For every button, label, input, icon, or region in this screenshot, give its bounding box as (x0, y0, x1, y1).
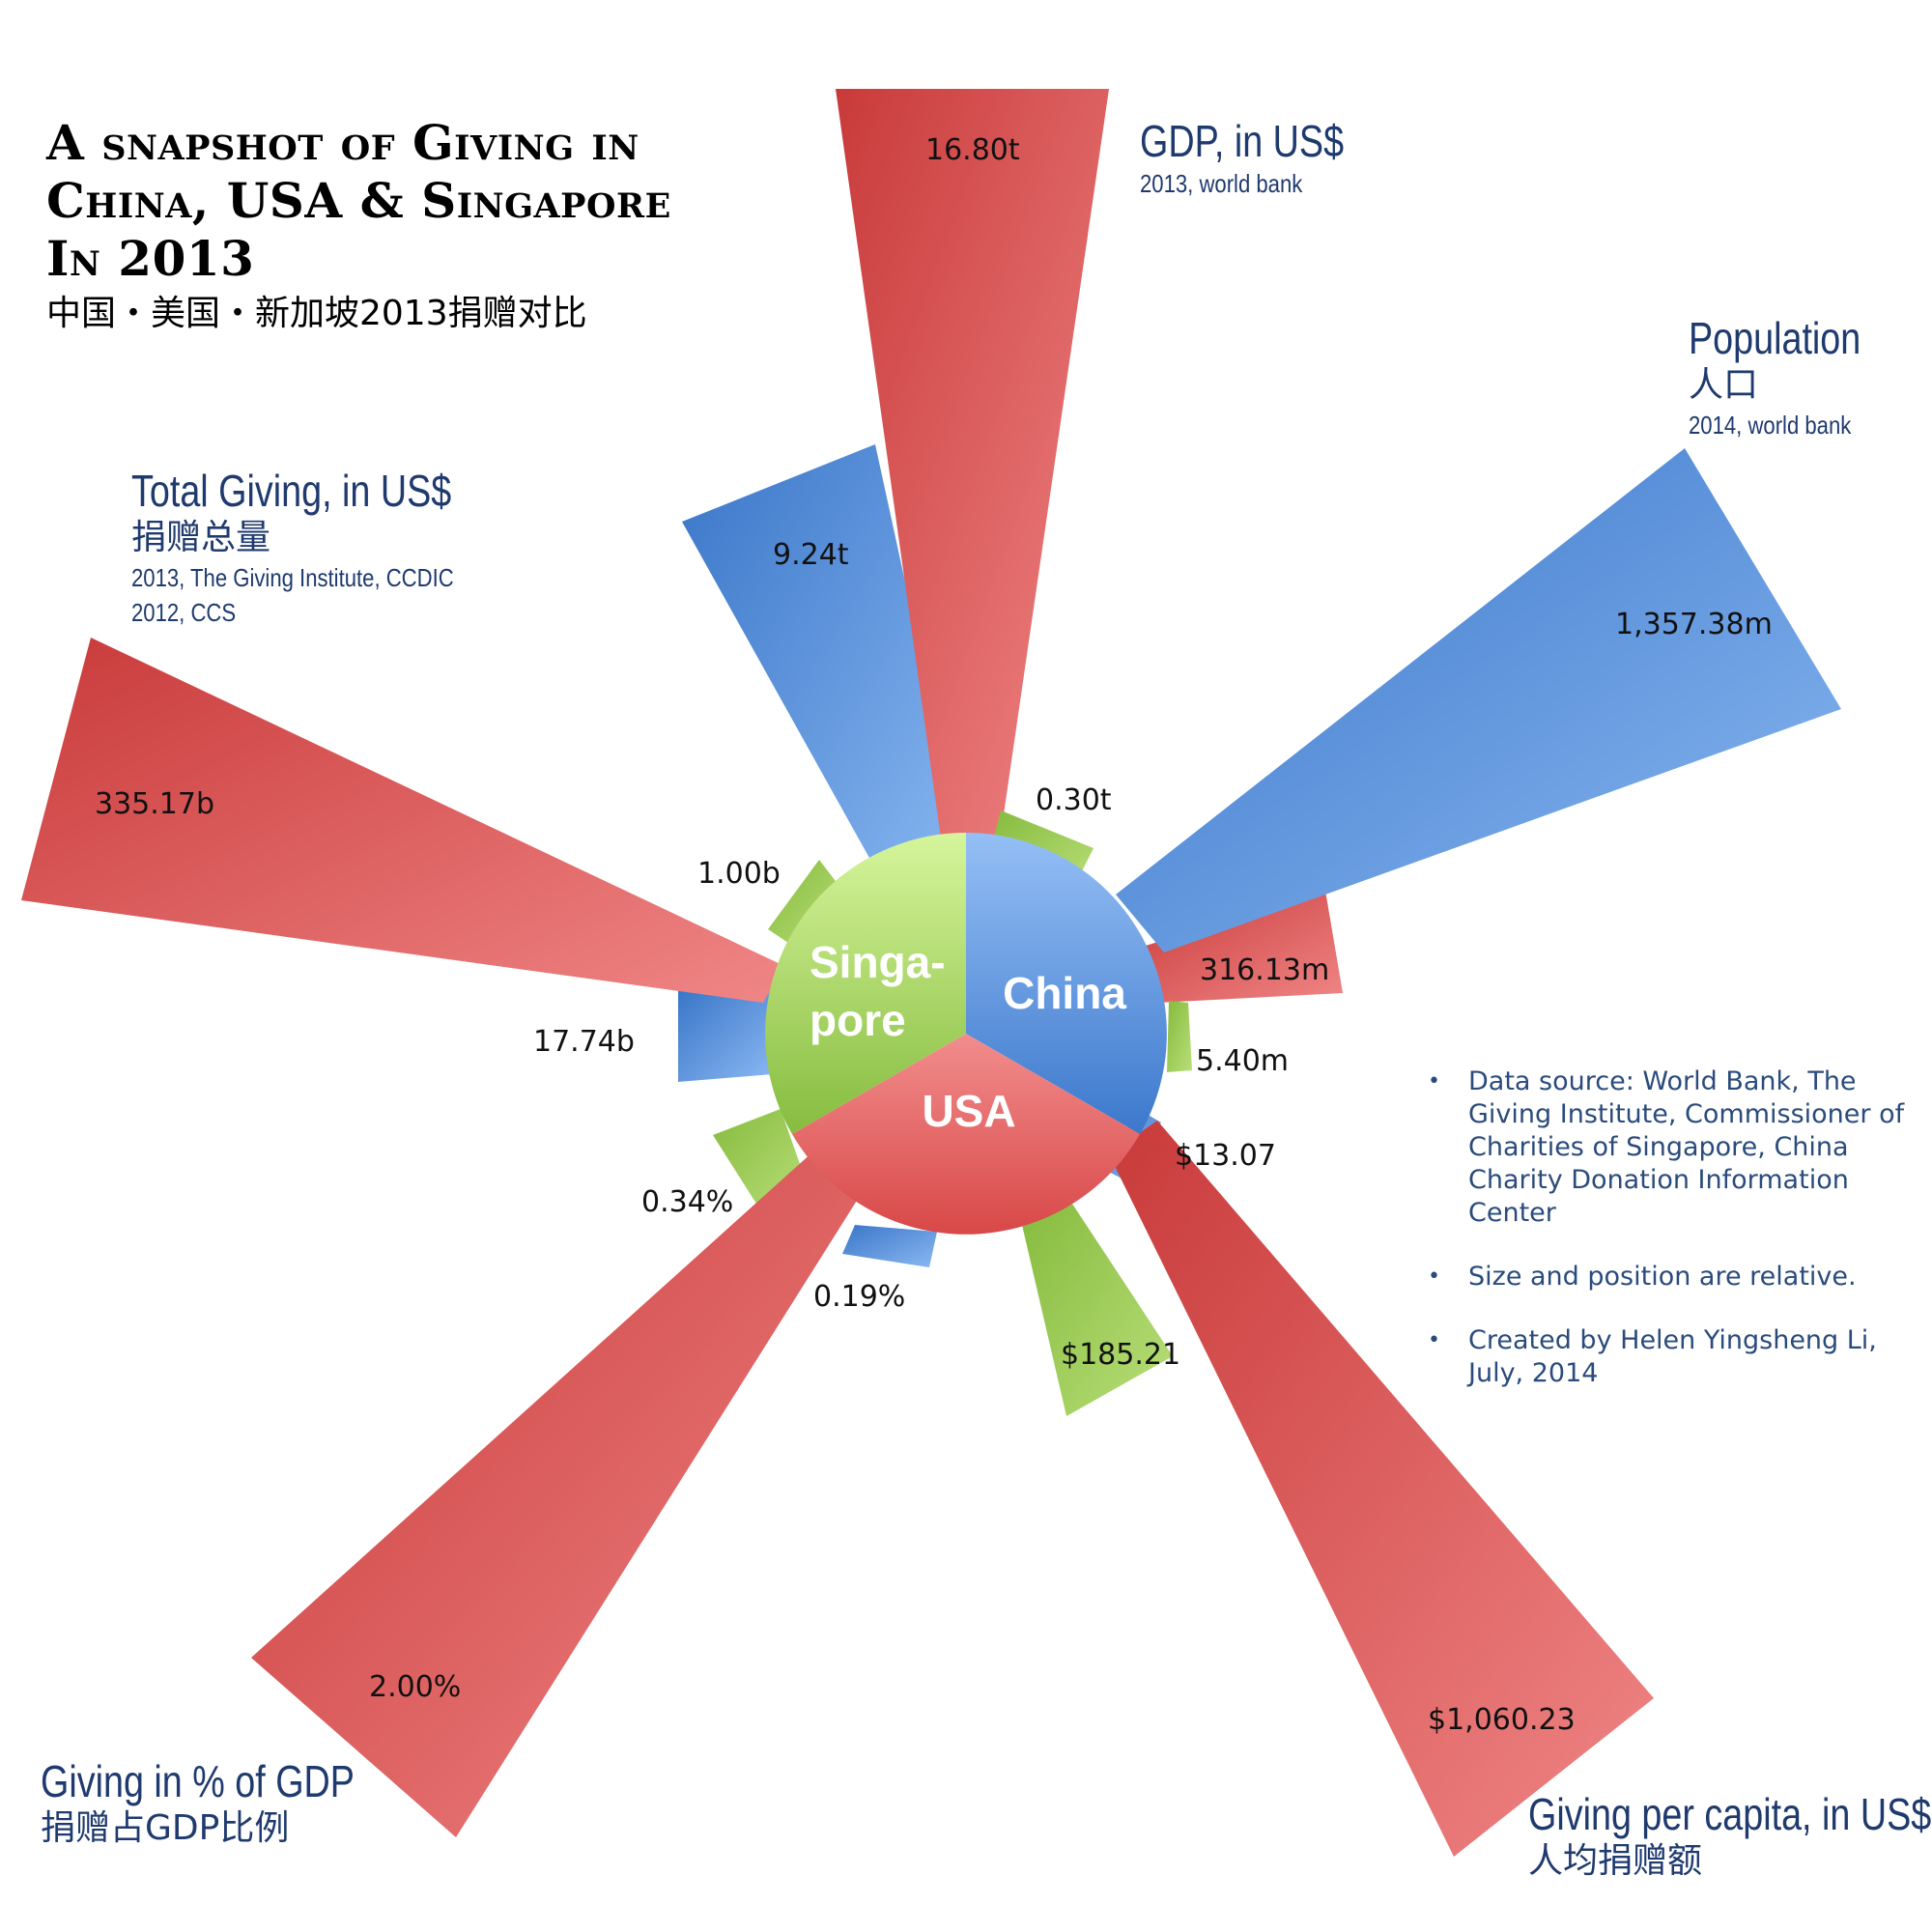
country-label-china: China (1003, 968, 1126, 1018)
note-relative: Size and position are relative. (1428, 1261, 1911, 1293)
metric-gdp-source: 2013, world bank (1140, 169, 1303, 198)
metric-pctgdp-name: Giving in % of GDP (41, 1756, 355, 1806)
metric-percapita-name: Giving per capita, in US$ (1528, 1789, 1932, 1839)
value-pctgdp-usa: 2.00% (369, 1670, 461, 1704)
title-line-3: In 2013 (46, 230, 255, 287)
bar-gdp-china (682, 444, 970, 910)
bar-population-usa (1136, 891, 1343, 1003)
metric-population-source: 2014, world bank (1689, 411, 1852, 440)
metric-gdp-name: GDP, in US$ (1140, 116, 1345, 166)
metric-population-zh: 人口 (1689, 365, 1759, 405)
value-pctgdp-china: 0.19% (813, 1280, 905, 1314)
bar-percapita-usa (1109, 1121, 1654, 1857)
bar-population-singapore (1167, 1001, 1192, 1072)
bar-pctgdp-usa (251, 1151, 860, 1837)
metric-totalgiving-source-2: 2012, CCS (131, 598, 237, 627)
country-label-singapore-line1: Singa- (810, 937, 946, 987)
value-gdp-usa: 16.80t (925, 133, 1020, 167)
metric-pctgdp-zh: 捐赠占GDP比例 (41, 1808, 290, 1848)
chart-title: A snapshot of Giving in China, USA & Sin… (46, 114, 742, 336)
metric-population-name: Population (1689, 313, 1861, 363)
metric-label-total-giving: Total Giving, in US$ 捐赠总量 2013, The Givi… (131, 466, 522, 630)
notes-list: Data source: World Bank, The Giving Inst… (1428, 1065, 1911, 1421)
value-percapita-usa: $1,060.23 (1428, 1703, 1576, 1737)
country-label-usa: USA (922, 1086, 1015, 1136)
bar-percapita-singapore (1022, 1198, 1173, 1416)
metric-label-giving-per-capita: Giving per capita, in US$ 人均捐赠额 (1528, 1789, 1932, 1884)
bar-totalgiving-usa (21, 638, 784, 1003)
bar-population-china (1116, 448, 1841, 952)
value-totalgiving-singapore: 1.00b (697, 857, 781, 891)
value-totalgiving-china: 17.74b (533, 1025, 635, 1059)
value-pctgdp-singapore: 0.34% (641, 1185, 733, 1219)
country-label-singapore-line2: pore (810, 995, 906, 1045)
note-credit: Created by Helen Yingsheng Li, July, 201… (1428, 1324, 1911, 1390)
note-data-source: Data source: World Bank, The Giving Inst… (1428, 1065, 1911, 1230)
bar-totalgiving-china (678, 991, 773, 1082)
value-population-china: 1,357.38m (1615, 608, 1773, 641)
bar-pctgdp-china (842, 1225, 937, 1267)
title-line-2: China, USA & Singapore (46, 172, 671, 229)
metric-totalgiving-name: Total Giving, in US$ (131, 466, 452, 516)
metric-label-population: Population 人口 2014, world bank (1689, 313, 1898, 442)
chart-subtitle: 中国・美国・新加坡2013捐赠对比 (46, 294, 587, 333)
value-gdp-china: 9.24t (773, 538, 849, 572)
metric-label-giving-pct-gdp: Giving in % of GDP 捐赠占GDP比例 (41, 1756, 423, 1851)
bar-totalgiving-singapore (768, 860, 844, 947)
pie-slice-china (966, 833, 1167, 1134)
value-totalgiving-usa: 335.17b (95, 787, 214, 821)
value-percapita-china: $13.07 (1175, 1139, 1276, 1173)
metric-totalgiving-source-1: 2013, The Giving Institute, CCDIC (131, 563, 454, 592)
value-population-usa: 316.13m (1200, 953, 1329, 987)
metric-totalgiving-zh: 捐赠总量 (131, 518, 271, 557)
title-line-1: A snapshot of Giving in (46, 114, 639, 171)
bar-gdp-usa (836, 89, 1109, 838)
pie-slice-usa (792, 1034, 1140, 1235)
pie-slice-singapore (765, 833, 966, 1134)
metric-percapita-zh: 人均捐赠额 (1528, 1841, 1703, 1881)
metric-label-gdp: GDP, in US$ 2013, world bank (1140, 116, 1388, 201)
value-gdp-singapore: 0.30t (1036, 783, 1112, 817)
country-pie (765, 833, 1167, 1235)
value-percapita-singapore: $185.21 (1061, 1338, 1180, 1372)
value-population-singapore: 5.40m (1196, 1044, 1289, 1078)
